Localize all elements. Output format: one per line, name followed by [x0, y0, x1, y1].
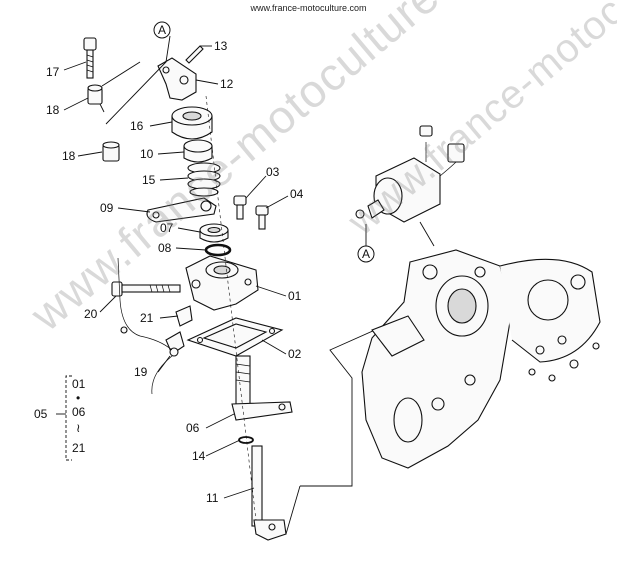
callout-18-lower: 18	[62, 149, 76, 163]
callout-04: 04	[290, 187, 304, 201]
part-13-pin	[185, 45, 204, 64]
callout-10: 10	[140, 147, 154, 161]
callout-21: 21	[140, 311, 154, 325]
part-16-collar	[171, 106, 213, 140]
assembly-item: 21	[72, 441, 86, 455]
part-01-housing	[185, 255, 259, 311]
callout-09: 09	[100, 201, 114, 215]
callout-11: 11	[206, 491, 219, 505]
callout-19: 19	[134, 365, 148, 379]
part-15-spring	[187, 162, 221, 197]
callout-06: 06	[186, 421, 200, 435]
reference-marker-a-upper: A	[153, 21, 171, 39]
part-18-bushing-lower	[102, 141, 120, 162]
part-09-lever	[146, 197, 217, 223]
assembly-item: 06	[72, 405, 86, 419]
part-12-lever-bracket	[157, 57, 197, 101]
part-02-gasket	[186, 317, 284, 357]
assembly-group-label: 05	[34, 407, 48, 421]
part-17-bolt	[83, 37, 97, 79]
site-url[interactable]: www.france-motoculture.com	[250, 3, 367, 13]
part-08-o-ring	[204, 243, 232, 257]
part-04-screw	[255, 205, 269, 230]
assembly-item: •	[76, 391, 80, 405]
callout-13: 13	[214, 39, 228, 53]
part-06-shaft-arm	[231, 355, 293, 421]
assembly-item: 01	[72, 377, 86, 391]
callout-07: 07	[160, 221, 174, 235]
callout-20: 20	[84, 307, 98, 321]
part-20-long-bolt	[111, 281, 181, 297]
assembly-item: ≀	[76, 421, 81, 435]
reference-marker-a-lower: A	[357, 245, 375, 263]
callout-08: 08	[158, 241, 172, 255]
part-18-bushing-upper	[87, 84, 103, 105]
callout-03: 03	[266, 165, 280, 179]
callout-18-upper: 18	[46, 103, 60, 117]
callout-17: 17	[46, 65, 60, 79]
callout-02: 02	[288, 347, 302, 361]
callout-01: 01	[288, 289, 302, 303]
part-solenoid	[355, 125, 465, 223]
part-19-fitting	[165, 331, 185, 357]
svg-text:A: A	[362, 247, 370, 261]
engine-block	[361, 249, 601, 469]
callout-15: 15	[142, 173, 156, 187]
callout-12: 12	[220, 77, 234, 91]
part-11-lower-shaft	[251, 445, 287, 541]
part-10-nut	[183, 139, 213, 163]
callout-14: 14	[192, 449, 206, 463]
svg-text:A: A	[158, 23, 166, 37]
callout-16: 16	[130, 119, 144, 133]
part-07-washer	[199, 223, 229, 243]
part-21-plug	[175, 305, 193, 327]
part-03-screw	[233, 195, 247, 220]
part-14-clip	[238, 436, 254, 444]
assembly-group-05: 05 01 • 06 ≀ 21	[34, 375, 86, 461]
